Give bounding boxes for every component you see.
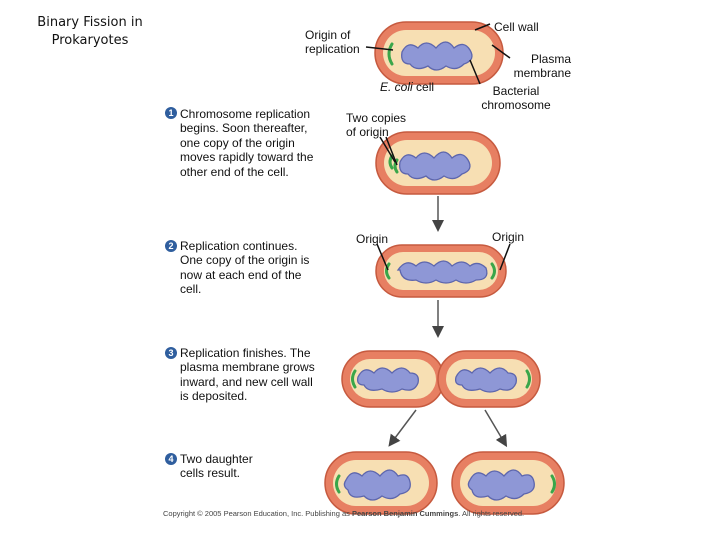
chromosome-mass-right [454, 367, 517, 393]
origin-left [351, 369, 357, 389]
chromosome-mass [401, 41, 473, 71]
copyright-publisher: Pearson Education, Inc. [223, 509, 304, 518]
origin [550, 474, 556, 494]
daughter-cell-right [451, 451, 565, 515]
label-origin-right: Origin [492, 230, 525, 244]
process-arrow-4 [484, 409, 508, 448]
origin [335, 474, 341, 494]
copyright-middle: Publishing as [303, 509, 352, 518]
step-4-text: Two daughter cells result. [180, 452, 253, 481]
label-origin-of-replication: Origin of replication [305, 28, 360, 56]
leader-origin-of-replication [365, 46, 394, 51]
label-cell-wall: Cell wall [494, 20, 539, 34]
leader-origin-left [376, 243, 389, 271]
cell-step-3 [341, 350, 541, 408]
label-ecoli-suffix: cell [412, 80, 435, 94]
copyright-imprint: Pearson Benjamin Cummings [351, 509, 459, 518]
origin-right [490, 262, 496, 280]
leader-bacterial-chromosome [469, 59, 481, 85]
origin-right [525, 369, 531, 389]
cell-step-1 [375, 131, 501, 195]
cell-initial [374, 21, 504, 85]
leader-origin-right [499, 243, 511, 271]
chromosome-mass [399, 151, 471, 181]
label-ecoli-species: E. coli [380, 80, 413, 94]
origin-left [385, 262, 391, 280]
cell-step-2 [375, 244, 507, 298]
leader-plasma-membrane [491, 44, 511, 59]
step-1-badge: 1 [165, 107, 177, 119]
chromosome-mass [396, 260, 488, 284]
step-2-text: Replication continues. One copy of the o… [180, 239, 310, 297]
step-2-badge: 2 [165, 240, 177, 252]
copyright-suffix: . All rights reserved. [458, 509, 525, 518]
daughter-cell-left [324, 451, 438, 515]
copyright-prefix: Copyright © 2005 [163, 509, 224, 518]
leader-two-copies-1 [379, 136, 396, 163]
process-arrow-3 [388, 409, 417, 447]
label-origin-left: Origin [356, 232, 389, 246]
origin-copy-2 [393, 158, 399, 174]
leader-two-copies-2 [385, 136, 398, 166]
label-plasma-membrane: Plasma membrane [513, 52, 571, 80]
chromosome-mass [467, 469, 535, 501]
step-3-text: Replication finishes. The plasma membran… [180, 346, 315, 404]
label-bacterial-chromosome: Bacterial chromosome [481, 84, 551, 112]
chromosome-mass-left [356, 367, 419, 393]
step-3-badge: 3 [165, 347, 177, 359]
leader-cell-wall [474, 23, 491, 31]
copyright-notice: Copyright © 2005 Pearson Education, Inc.… [163, 509, 524, 518]
step-1-text: Chromosome replication begins. Soon ther… [180, 107, 314, 179]
label-two-copies-of-origin: Two copies of origin [346, 111, 407, 139]
label-ecoli-cell: E. coli cell [380, 80, 434, 94]
step-4-badge: 4 [165, 453, 177, 465]
origin-of-replication [387, 42, 394, 66]
chromosome-mass [343, 469, 411, 501]
diagram-title: Binary Fission in Prokaryotes [37, 15, 143, 48]
